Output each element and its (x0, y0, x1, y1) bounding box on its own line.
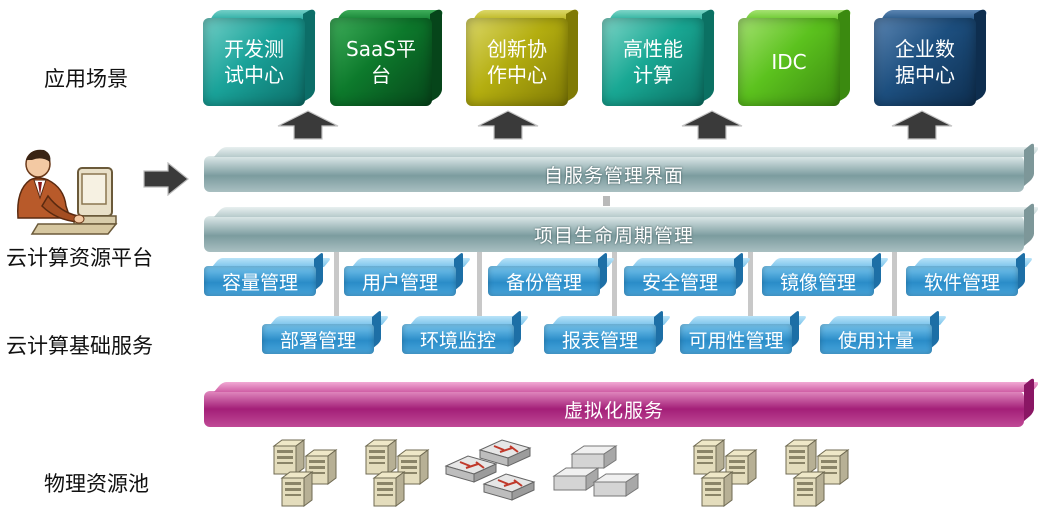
service-block: 镜像管理 (762, 251, 890, 296)
service-block: 使用计量 (820, 309, 948, 354)
scenario-box: 开发测试中心 (203, 7, 318, 106)
up-arrow-icon (681, 110, 743, 140)
scenario-label-line1: 开发测 (224, 37, 284, 61)
scenario-label-line2: 计算 (633, 63, 673, 87)
service-block: 环境监控 (402, 309, 530, 354)
up-arrow-icon (891, 110, 953, 140)
scenario-label-line2: 作中心 (487, 63, 547, 87)
scenario-box: 高性能计算 (602, 7, 717, 106)
service-block: 部署管理 (262, 309, 390, 354)
network-switch-icon (444, 439, 536, 501)
service-connector (477, 252, 482, 322)
lifecycle-label: 项目生命周期管理 (533, 224, 694, 247)
scenario-label-line2: 据中心 (895, 63, 955, 87)
up-arrow-icon (477, 110, 539, 140)
scenario-box: IDC (738, 7, 853, 106)
storage-icon (552, 445, 640, 497)
service-label: 报表管理 (561, 329, 638, 352)
service-label: 可用性管理 (688, 329, 784, 352)
service-block: 可用性管理 (680, 309, 808, 354)
service-connector (892, 252, 897, 322)
service-block: 容量管理 (204, 251, 332, 296)
label-application-scenarios: 应用场景 (44, 67, 128, 91)
service-block: 软件管理 (906, 251, 1034, 296)
service-label: 软件管理 (923, 271, 1000, 294)
scenario-label-line2: 试中心 (224, 63, 284, 87)
service-connector (748, 252, 753, 322)
self-service-management-bar: 自服务管理界面 (204, 141, 1038, 192)
scenario-label-line1: SaaS平 (346, 37, 416, 61)
scenario-label-line1: 创新协 (487, 37, 547, 61)
service-connector (612, 252, 617, 322)
service-label: 安全管理 (641, 271, 718, 294)
service-label: 用户管理 (361, 271, 438, 294)
project-lifecycle-management-bar: 项目生命周期管理 (204, 201, 1038, 252)
service-label: 镜像管理 (779, 271, 856, 294)
service-block: 报表管理 (544, 309, 672, 354)
bar-connector (603, 196, 610, 206)
server-icon (692, 439, 758, 507)
scenario-label-line1: 企业数 (895, 37, 955, 61)
server-icon (784, 439, 850, 507)
service-label: 使用计量 (837, 329, 914, 352)
service-label: 部署管理 (279, 329, 356, 352)
virtualization-label: 虚拟化服务 (563, 399, 664, 422)
scenario-label-line1: 高性能 (623, 37, 683, 61)
server-icon (272, 439, 338, 507)
up-arrow-icon (277, 110, 339, 140)
scenario-box: 企业数据中心 (874, 7, 989, 106)
user-at-computer-icon (17, 149, 118, 235)
service-label: 容量管理 (221, 271, 298, 294)
label-cloud-basic-services: 云计算基础服务 (6, 334, 153, 358)
service-block: 安全管理 (624, 251, 752, 296)
scenario-label-line1: IDC (771, 50, 807, 74)
service-block: 用户管理 (344, 251, 472, 296)
virtualization-service-bar: 虚拟化服务 (204, 376, 1038, 427)
label-physical-resource-pool: 物理资源池 (44, 472, 149, 496)
service-connector (334, 252, 339, 322)
service-label: 环境监控 (419, 329, 496, 352)
server-icon (364, 439, 430, 507)
service-label: 备份管理 (505, 271, 582, 294)
right-arrow-icon (143, 162, 189, 196)
self-service-label: 自服务管理界面 (543, 164, 684, 187)
scenario-box: SaaS平台 (330, 7, 445, 106)
label-cloud-resource-platform: 云计算资源平台 (6, 246, 153, 270)
scenario-box: 创新协作中心 (466, 7, 581, 106)
service-block: 备份管理 (488, 251, 616, 296)
scenario-label-line2: 台 (371, 63, 391, 87)
